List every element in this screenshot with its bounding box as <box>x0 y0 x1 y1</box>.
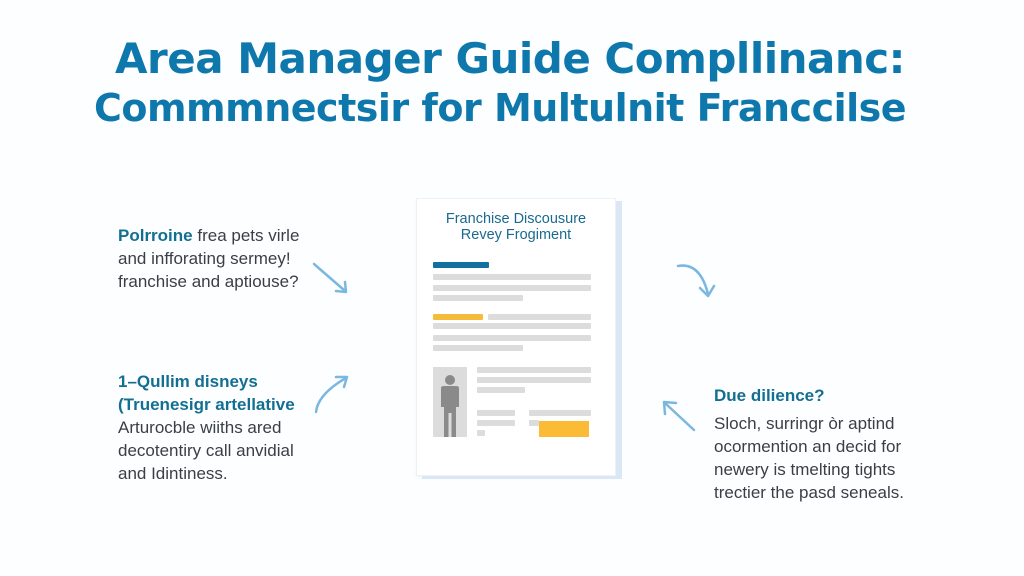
callout-right-line: ocormention an decid for <box>714 437 902 456</box>
document-text-line <box>477 410 515 416</box>
callout-left-bottom-line: decotentiry call anvidial <box>118 441 294 460</box>
document-text-line <box>433 295 523 301</box>
document-text-line <box>433 335 591 341</box>
document-text-line <box>529 420 539 426</box>
callout-right-head: Due dilience? <box>714 386 825 405</box>
callout-left-bottom: 1–Qullim disneys (Truenesigr artellative… <box>118 370 348 485</box>
person-silhouette-icon <box>441 375 459 437</box>
document-text-line <box>433 274 591 280</box>
callout-left-top-head: Polrroine <box>118 226 193 245</box>
callout-right-line: trectier the pasd seneals. <box>714 483 904 502</box>
callout-left-bottom-line: Arturocble wiiths ared <box>118 418 282 437</box>
document-title: Franchise Discousure Revey Frogiment <box>417 211 615 243</box>
document-heading-bar <box>433 262 489 268</box>
document-text-line <box>433 323 591 329</box>
document-text-line <box>433 345 523 351</box>
arrow-curved-down-icon <box>676 264 716 298</box>
arrow-curved-up-right-icon <box>314 375 349 414</box>
document-text-line <box>529 410 591 416</box>
callout-left-bottom-line: and Idintiness. <box>118 464 228 483</box>
document-text-line <box>488 314 591 320</box>
document-signature-box <box>539 421 589 437</box>
document-title-line-2: Revey Frogiment <box>460 227 572 243</box>
document-text-line <box>477 377 591 383</box>
callout-left-bottom-head: 1–Qullim disneys <box>118 372 258 391</box>
callout-right: Due dilience? Sloch, surringr òr aptind … <box>714 384 944 504</box>
page-title-line-2: Commmnectsir for Multulnit Franccilse <box>93 86 907 130</box>
callout-right-line: Sloch, surringr òr aptind <box>714 414 895 433</box>
page-title-line-1: Area Manager Guide Compllinanc: <box>115 34 905 83</box>
callout-left-bottom-head: (Truenesigr artellative <box>118 395 295 414</box>
document-text-line <box>477 387 525 393</box>
document-highlight-bar <box>433 314 483 320</box>
callout-right-line: newery is tmelting tights <box>714 460 896 479</box>
arrow-up-left-icon <box>662 400 696 432</box>
callout-left-top-line: franchise and aptiouse? <box>118 272 299 291</box>
document-text-line <box>477 420 515 426</box>
document-text-line <box>477 367 591 373</box>
document-title-line-1: Franchise Discousure <box>445 211 587 227</box>
person-photo-placeholder <box>433 367 467 437</box>
callout-left-top-line: frea pets virle <box>197 226 300 245</box>
document-text-line <box>433 285 591 291</box>
callout-left-top-line: and infforating sermey! <box>118 249 291 268</box>
document-text-line <box>477 430 485 436</box>
franchise-document-illustration: Franchise Discousure Revey Frogiment <box>416 198 616 476</box>
callout-left-top: Polrroine frea pets virle and infforatin… <box>118 224 348 293</box>
arrow-down-right-icon <box>312 262 348 294</box>
